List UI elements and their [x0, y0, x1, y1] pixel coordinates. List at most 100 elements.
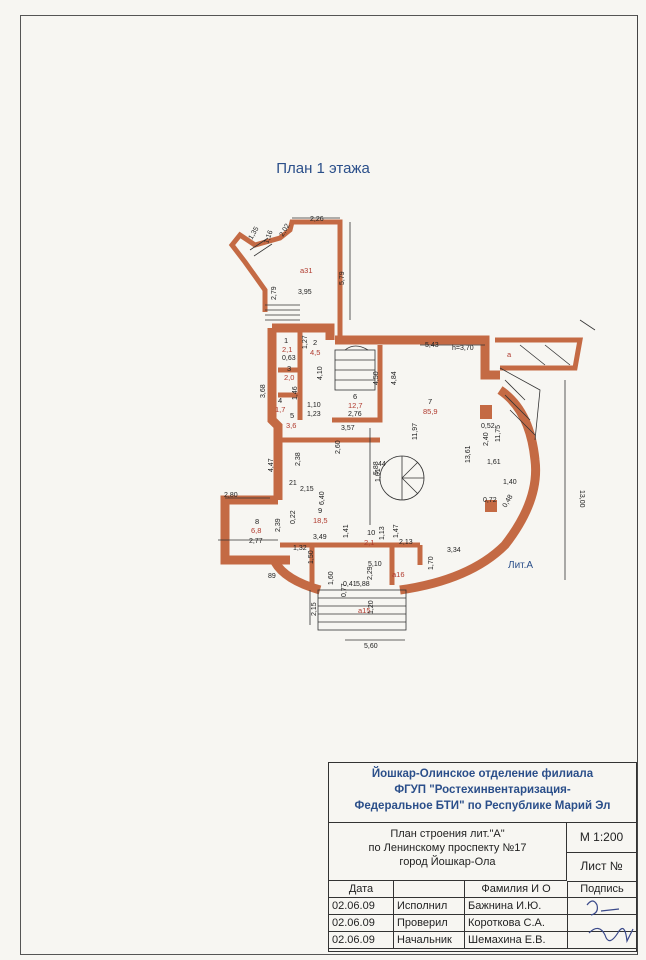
dim: 1,13 — [379, 526, 386, 540]
dim: 13,61 — [465, 445, 472, 463]
row-name: Бажнина И.Ю. — [464, 897, 568, 915]
dim: 5,10 — [368, 561, 382, 568]
dim: 3,34 — [447, 547, 461, 554]
dim: 0,52 — [481, 423, 495, 430]
dim: 0,22 — [290, 510, 297, 524]
room-num-10: 10 — [367, 528, 375, 537]
dim: 2,79 — [271, 286, 278, 300]
room-area-5: 3,6 — [286, 421, 296, 430]
height-label: h=3,70 — [452, 345, 474, 352]
dim: 0,63 — [282, 355, 296, 362]
organization-name: Йошкар-Олинское отделение филиала ФГУП "… — [329, 763, 636, 823]
dim: 3,95 — [298, 289, 312, 296]
dim: 1,27 — [302, 335, 309, 349]
room-area-7: 85,9 — [423, 407, 438, 416]
dim: 3,68 — [260, 384, 267, 398]
room-area-4: 1,7 — [275, 405, 285, 414]
dim: 6,40 — [319, 491, 326, 505]
room-label-a31: а31 — [300, 266, 313, 275]
room-num-1: 1 — [284, 336, 288, 345]
dim: 1,61 — [487, 459, 501, 466]
room-num-3: 3 — [287, 364, 291, 373]
row-signature — [567, 931, 636, 949]
org-line-3: Федеральное БТИ" по Республике Марий Эл — [354, 800, 611, 812]
walls — [220, 219, 583, 595]
dim: 5,88 — [373, 461, 380, 475]
name-header: Фамилия И О — [464, 881, 568, 898]
room-area-6: 12,7 — [348, 401, 363, 410]
row-date: 02.06.09 — [329, 931, 394, 949]
dim: 1,41 — [343, 524, 350, 538]
dim: 11,75 — [495, 425, 502, 442]
dim: 89 — [268, 573, 276, 580]
room-num-5: 5 — [290, 411, 294, 420]
row-role: Проверил — [393, 914, 465, 932]
room-area-3: 2,0 — [284, 373, 294, 382]
dim: 1,16 — [263, 229, 274, 244]
sheet-frame — [20, 15, 638, 955]
dim: 4,50 — [373, 371, 380, 385]
handwritten-signature — [586, 900, 634, 944]
dim: 2,76 — [348, 411, 362, 418]
room-area-1: 2,1 — [282, 345, 292, 354]
dim: 13,00 — [578, 490, 585, 508]
dim: 5,60 — [364, 643, 378, 650]
dim: 0,48 — [502, 494, 515, 509]
room-num-2: 2 — [313, 338, 317, 347]
dim: 5,43 — [425, 342, 439, 349]
org-line-1: Йошкар-Олинское отделение филиала — [371, 768, 594, 780]
room-num-7: 7 — [428, 397, 432, 406]
plan-title: План 1 этажа — [276, 160, 370, 177]
dim: 2,29 — [367, 566, 374, 580]
dim: 11,97 — [412, 423, 419, 440]
annex-lines — [499, 319, 596, 441]
room-area-9: 18,5 — [313, 516, 328, 525]
dim: 1,47 — [393, 524, 400, 538]
stairs — [249, 237, 425, 631]
dim: 3,49 — [313, 534, 327, 541]
floor-plan: а31 1 2,1 2 4,5 3 2,0 4 1,7 5 3,6 6 12,7… — [218, 216, 596, 650]
dim: 1,70 — [428, 556, 435, 570]
room-num-9: 9 — [318, 506, 322, 515]
dim: 21 — [289, 480, 297, 487]
signature-header-row: Дата Фамилия И О Подпись — [329, 881, 636, 898]
room-labels: а31 1 2,1 2 4,5 3 2,0 4 1,7 5 3,6 6 12,7… — [251, 266, 533, 615]
sheet-number-label: Лист № — [567, 852, 636, 882]
drawing-description: План строения лит."А" по Ленинскому прос… — [329, 823, 567, 881]
desc-line-1: План строения лит."А" — [390, 828, 505, 840]
dim: 44 — [378, 461, 386, 468]
dim: 3,57 — [341, 425, 355, 432]
room-label-a: а — [507, 350, 512, 359]
dim: 0,41 — [343, 581, 357, 588]
dim: 1,40 — [503, 479, 517, 486]
room-num-8: 8 — [255, 517, 259, 526]
row-role: Исполнил — [393, 897, 465, 915]
dim: 1,01 — [375, 468, 382, 482]
row-date: 02.06.09 — [329, 914, 394, 932]
dim: 1,20 — [368, 600, 375, 614]
dim: 4,10 — [317, 366, 324, 380]
dimension-lines — [218, 217, 566, 641]
dim: 5,88 — [356, 581, 370, 588]
dim: 0,72 — [483, 497, 497, 504]
dim: 2,13 — [399, 539, 413, 546]
room-num-4: 4 — [278, 396, 282, 405]
dim: 2,38 — [295, 452, 302, 466]
dim: 4,47 — [268, 458, 275, 472]
dim: 5,79 — [339, 271, 346, 285]
role-header — [393, 881, 465, 898]
litera-label: Лит.А — [508, 560, 533, 571]
dim: 2,26 — [310, 216, 324, 223]
signature-row: 02.06.09 Начальник Шемахина Е.В. — [329, 931, 636, 949]
dim: 2,80 — [224, 492, 238, 499]
room-area-2: 4,5 — [310, 348, 320, 357]
room-num-6: 6 — [353, 392, 357, 401]
row-role: Начальник — [393, 931, 465, 949]
dim: 0,77 — [341, 583, 348, 597]
org-line-2: ФГУП "Ростехинвентаризация- — [394, 784, 571, 796]
row-name: Шемахина Е.В. — [464, 931, 568, 949]
room-area-8: 6,8 — [251, 526, 261, 535]
row-date: 02.06.09 — [329, 897, 394, 915]
dim: 2,60 — [335, 440, 342, 454]
row-name: Короткова С.А. — [464, 914, 568, 932]
